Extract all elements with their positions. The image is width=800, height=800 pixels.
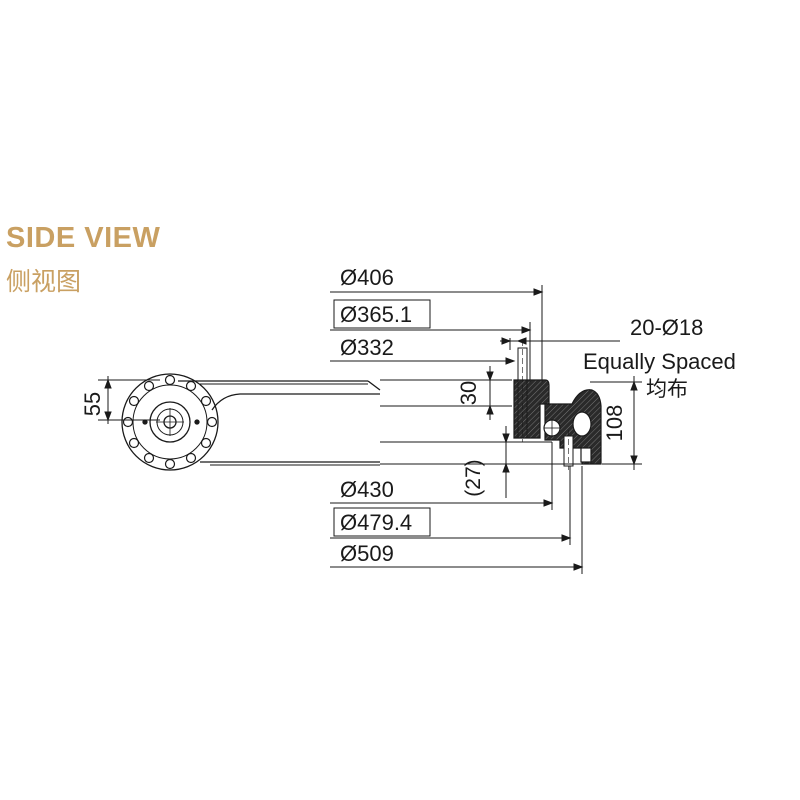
dim-55 xyxy=(98,376,160,424)
bearing-section xyxy=(513,340,602,470)
dim-30-label: 30 xyxy=(456,381,481,405)
dim-27 xyxy=(380,426,582,498)
equally-spaced-label: Equally Spaced xyxy=(583,349,736,374)
dim-430-label: Ø430 xyxy=(340,477,394,502)
inner-bolt-hole xyxy=(517,347,528,439)
dim-406-label: Ø406 xyxy=(340,265,394,290)
dim-479-box xyxy=(333,507,431,537)
dim-30 xyxy=(380,366,512,420)
housing-arm-curve xyxy=(211,393,380,411)
housing-chamfer xyxy=(367,380,381,391)
page-subtitle: 侧视图 xyxy=(6,267,82,296)
dim-lines-top xyxy=(330,285,620,382)
holes-label: 20-Ø18 xyxy=(630,315,703,340)
dim-479-label: Ø479.4 xyxy=(340,510,412,535)
drive-unit xyxy=(121,373,381,471)
dim-108 xyxy=(590,376,642,470)
dim-27-label: (27) xyxy=(462,459,485,496)
lube-nipple xyxy=(580,447,592,463)
dim-108-label: 108 xyxy=(602,405,627,442)
dim-55-label: 55 xyxy=(80,392,105,416)
dim-509-label: Ø509 xyxy=(340,541,394,566)
locator-pin-right xyxy=(194,419,200,425)
dim-332-label: Ø332 xyxy=(340,335,394,360)
locator-pin-left xyxy=(142,419,148,425)
dim-lines-bottom xyxy=(330,442,584,574)
pinion-hub xyxy=(149,401,191,443)
dim-365-label: Ø365.1 xyxy=(340,302,412,327)
motor-flange-outline xyxy=(121,373,219,471)
seal-groove xyxy=(572,411,592,437)
dim-365-box xyxy=(333,299,431,329)
page-title: SIDE VIEW xyxy=(6,222,161,254)
equally-spaced-cn-label: 均布 xyxy=(646,378,688,401)
